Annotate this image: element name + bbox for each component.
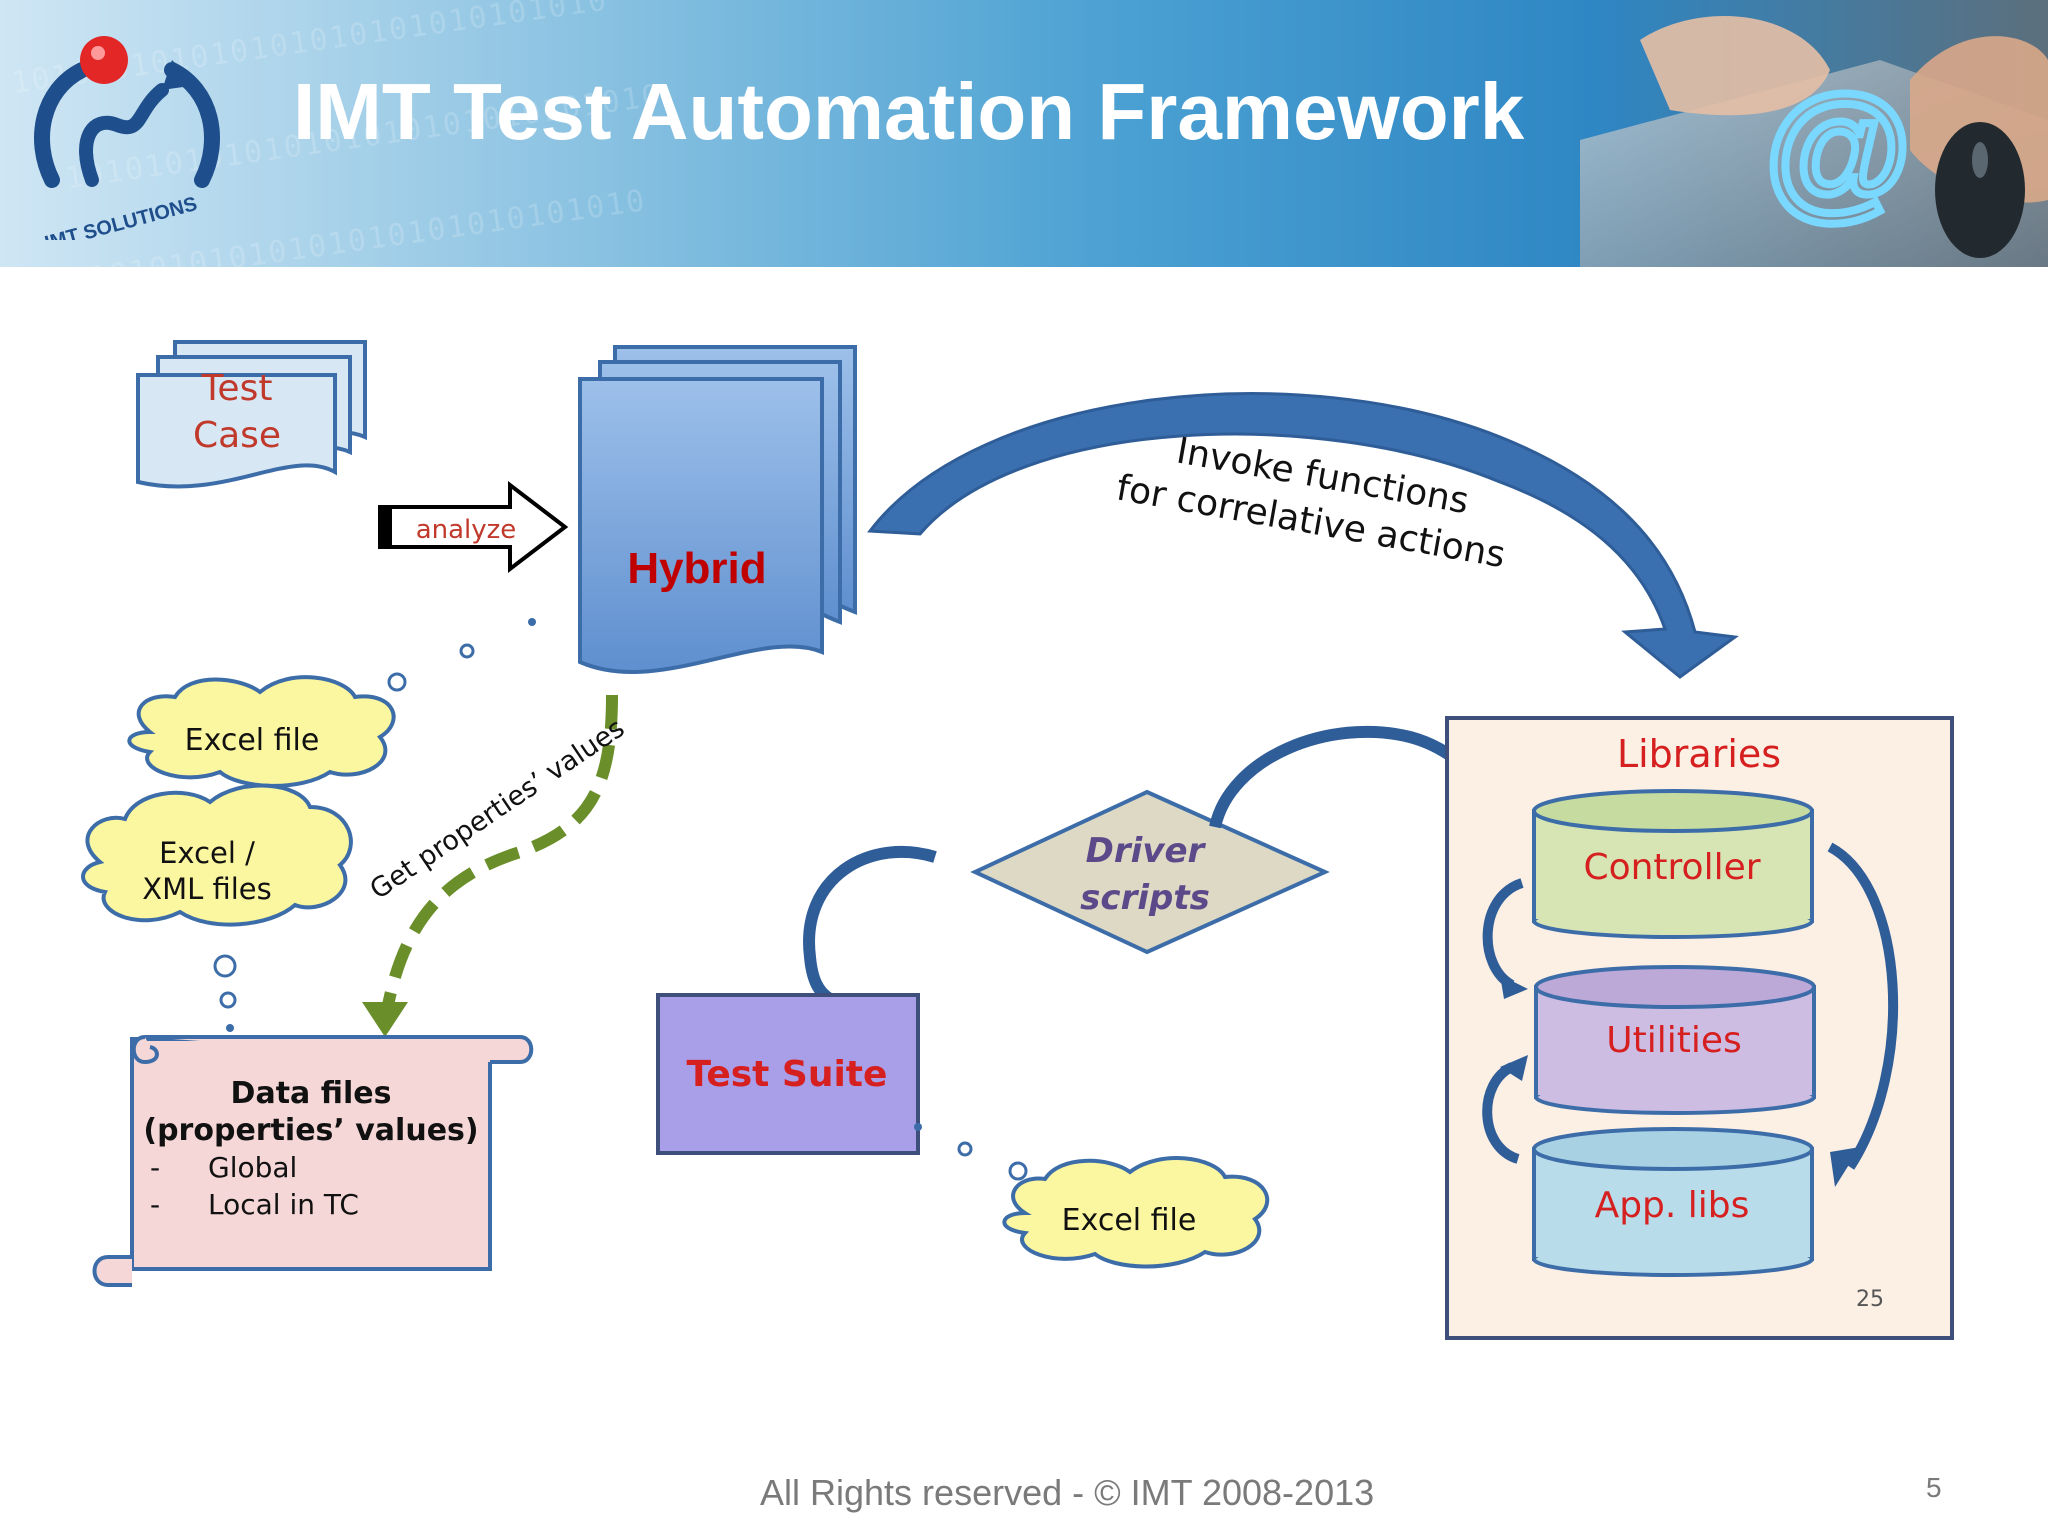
excel-xml-cloud: Excel / XML files (81, 783, 353, 927)
analyze-arrow: analyze (378, 480, 569, 574)
controller-cylinder: Controller (1532, 789, 1814, 939)
data-files-title: Data files (231, 1076, 392, 1111)
thought-dots-top (387, 618, 536, 692)
test-case-label-line1: Test (201, 368, 273, 409)
driver-scripts-line2: scripts (1080, 878, 1210, 918)
controller-label: Controller (1583, 847, 1760, 888)
framework-diagram: Test Case analyze Hybrid Invoke function… (81, 340, 1954, 1340)
excel-file-cloud-bottom: Excel file (1002, 1156, 1270, 1269)
driver-to-testsuite-arrow (803, 845, 937, 1017)
driver-scripts-line1: Driver (1086, 831, 1207, 871)
data-files-item-global: Global (208, 1151, 297, 1184)
keyboard-mouse-photo: @ (1580, 16, 2048, 267)
excel-file-cloud-top: Excel file (127, 675, 396, 788)
libraries-box: Libraries Controller Utilities App. libs (1445, 716, 1954, 1340)
data-files-item-local: Local in TC (208, 1188, 359, 1221)
libraries-title: Libraries (1617, 732, 1781, 776)
imt-logo: IMT SOLUTIONS (34, 36, 220, 240)
footer-copyright: All Rights reserved - © IMT 2008-2013 (760, 1472, 1375, 1513)
thought-dots-bottom (914, 1123, 1028, 1181)
data-files-item-bullet: - (150, 1188, 160, 1221)
excel-xml-label-line1: Excel / (159, 836, 255, 870)
excel-file-top-label: Excel file (185, 723, 320, 758)
test-suite-label: Test Suite (687, 1054, 888, 1095)
applibs-cylinder: App. libs (1532, 1127, 1814, 1277)
test-suite-box: Test Suite (656, 993, 920, 1155)
data-files-item-bullet: - (150, 1151, 160, 1184)
driver-to-libraries-arrow (1209, 725, 1482, 829)
utilities-cylinder: Utilities (1534, 965, 1816, 1115)
page-number: 5 (1926, 1472, 1942, 1503)
page-title: IMT Test Automation Framework (293, 67, 1525, 156)
excel-file-bottom-label: Excel file (1062, 1203, 1197, 1238)
test-case-document: Test Case (136, 340, 367, 489)
data-files-subtitle: (properties’ values) (143, 1113, 478, 1148)
hybrid-document: Hybrid (578, 345, 857, 674)
applibs-label: App. libs (1595, 1185, 1750, 1226)
at-icon: @ (1765, 64, 1911, 232)
test-case-label-line2: Case (193, 415, 281, 456)
invoke-functions-arrow: Invoke functions for correlative actions (867, 392, 1739, 679)
analyze-label: analyze (416, 515, 517, 545)
hybrid-label: Hybrid (627, 544, 766, 593)
utilities-label: Utilities (1606, 1020, 1742, 1061)
logo-text: IMT SOLUTIONS (43, 193, 200, 240)
data-files-scroll: Data files (properties’ values) - Global… (92, 1035, 534, 1287)
get-properties-arrow: Get properties’ values (362, 694, 630, 1037)
thought-dots-left (213, 954, 237, 1032)
header-banner: 101010101010101010101010101010 101010101… (0, 0, 2048, 267)
libraries-inner-number: 25 (1856, 1287, 1884, 1312)
excel-xml-label-line2: XML files (142, 872, 272, 906)
driver-scripts-diamond: Driver scripts (970, 789, 1330, 955)
